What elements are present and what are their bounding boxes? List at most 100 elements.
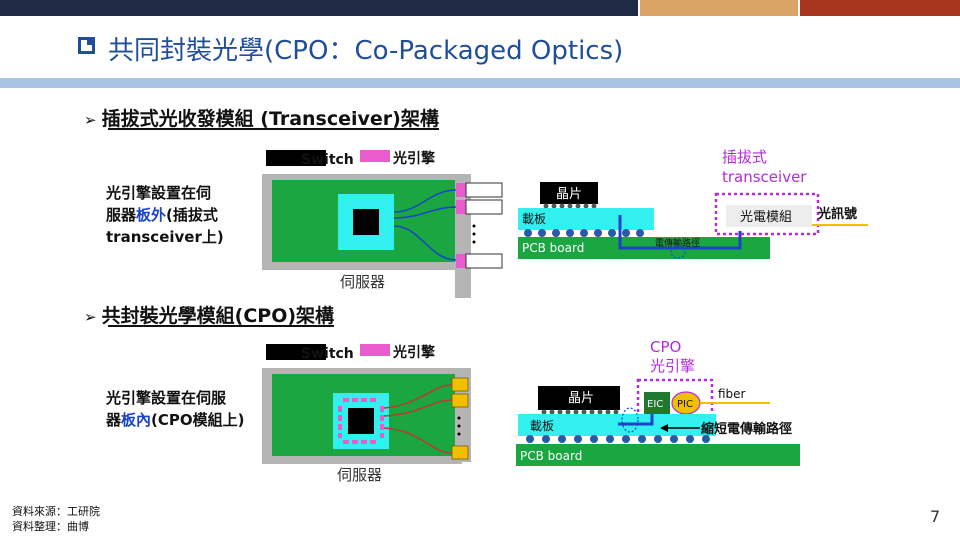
ellipsis-dot <box>472 224 476 228</box>
legend-engine-label: 光引擎 <box>392 150 435 167</box>
title-rule <box>0 78 960 88</box>
substrate-label: 載板 <box>530 419 554 433</box>
page-title: 共同封裝光學(CPO：Co-Packaged Optics) <box>108 36 624 66</box>
electrical-path <box>618 215 742 250</box>
cpo-label: CPO <box>650 338 681 356</box>
server-front-panel <box>455 368 471 462</box>
legend-switch-label: Switch <box>301 346 354 362</box>
pic-label: PIC <box>677 399 693 410</box>
section-heading-cpo: ➢ 共封裝光學模組(CPO)架構 <box>84 301 335 328</box>
signal-trace <box>393 225 457 261</box>
optical-link <box>383 399 453 417</box>
substrate-solder-balls <box>526 435 710 443</box>
eic-die <box>644 392 670 414</box>
chip-label: 晶片 <box>556 187 582 202</box>
pcb-label: PCB board <box>522 241 584 255</box>
top-bar-navy <box>0 0 638 16</box>
fiber-label: fiber <box>718 387 746 401</box>
page-number: 7 <box>930 507 941 526</box>
heading-underline <box>108 325 335 327</box>
optical-engine <box>456 200 466 214</box>
substrate-solder-balls <box>524 229 644 237</box>
pluggable-boundary <box>714 192 820 236</box>
substrate-label: 載板 <box>522 212 546 226</box>
optical-connector <box>451 393 469 408</box>
path-marker <box>621 407 639 433</box>
module-label: 光電模組 <box>740 210 792 225</box>
pluggable-label: 插拔式 <box>722 148 767 166</box>
path-label: 電傳輸路徑 <box>655 237 700 249</box>
signal-trace <box>393 206 457 219</box>
description-highlight: 板外 <box>136 206 166 224</box>
pluggable-module <box>465 182 503 198</box>
server-label: 伺服器 <box>337 466 382 484</box>
description-text: 服器 <box>106 206 137 224</box>
eic-label: EIC <box>647 399 663 410</box>
chip-bumps <box>543 203 597 209</box>
description-text: 器 <box>105 411 122 429</box>
description-line: 光引擎設置在伺 <box>105 184 211 202</box>
chip-label: 晶片 <box>568 391 594 406</box>
arrow-right-icon: ➢ <box>84 308 97 326</box>
optoelectronic-module <box>726 205 812 227</box>
optical-engine <box>456 183 466 197</box>
legend-switch-label: Switch <box>301 152 354 168</box>
checkbox-square-icon <box>78 37 95 54</box>
description-text: (插拔式 <box>166 206 218 224</box>
optical-connector <box>451 445 469 460</box>
chip-bumps <box>541 409 619 415</box>
optical-engine <box>456 254 466 268</box>
description-line: 光引擎設置在伺服 <box>105 389 227 407</box>
shorter-path-label: 縮短電傳輸路徑 <box>701 421 792 437</box>
signal-label: 光訊號 <box>817 206 857 222</box>
ellipsis-dot <box>457 432 461 436</box>
legend-engine-label: 光引擎 <box>392 344 435 361</box>
chip-block <box>538 386 620 410</box>
short-electrical-path <box>618 414 654 426</box>
optical-connector <box>451 377 469 392</box>
description-text: (CPO模組上) <box>151 411 244 429</box>
server-label: 伺服器 <box>340 273 385 291</box>
switch-chip <box>348 408 374 434</box>
cpo-server-diagram: Switch 光引擎 伺服器 光引擎設置在伺服 器板內(CPO模組上) <box>105 344 471 484</box>
legend-engine-swatch <box>360 150 390 162</box>
optical-engine-ring <box>338 398 384 444</box>
pluggable-module <box>465 253 503 269</box>
legend-switch-swatch <box>266 150 326 166</box>
signal-trace <box>393 189 457 213</box>
pcb-label: PCB board <box>520 449 582 463</box>
heading-text: 插拔式光收發模組 (Transceiver)架構 <box>101 108 439 130</box>
pluggable-label: transceiver <box>722 168 807 186</box>
ellipsis-dot <box>472 232 476 236</box>
ellipsis-dot <box>457 416 461 420</box>
legend-engine-swatch <box>360 344 390 356</box>
transceiver-server-diagram: Switch 光引擎 伺服器 光引擎設置在伺 服器板外(插拔式 transcei… <box>105 150 503 298</box>
transceiver-cross-section: 晶片 載板 PCB board 電傳輸路徑 插拔式 transceiver 光電… <box>518 148 868 259</box>
description-highlight: 板內 <box>121 411 151 429</box>
pcb-board <box>516 444 800 466</box>
legend-switch-swatch <box>266 344 326 360</box>
path-marker <box>670 245 686 259</box>
optical-link <box>383 427 453 454</box>
description-line: transceiver上) <box>106 228 224 246</box>
pluggable-module <box>465 199 503 215</box>
compiled-note: 資料整理：曲博 <box>12 520 89 533</box>
source-note: 資料來源：工研院 <box>12 505 100 518</box>
description-line: 器板內(CPO模組上) <box>105 411 245 429</box>
top-bar-tan <box>640 0 798 16</box>
switch-chip <box>353 209 379 235</box>
section-heading-transceiver: ➢ 插拔式光收發模組 (Transceiver)架構 <box>84 104 439 131</box>
cpo-cross-section: CPO 光引擎 晶片 EIC PIC fiber 載板 PCB board 縮短 <box>516 338 800 466</box>
description-line: 服器板外(插拔式 <box>106 206 218 224</box>
heading-text: 共封裝光學模組(CPO)架構 <box>101 305 335 327</box>
arrow-left-icon <box>660 424 668 432</box>
arrow-right-icon: ➢ <box>84 111 97 129</box>
ellipsis-dot <box>457 424 461 428</box>
top-bar-rust <box>800 0 960 16</box>
cpo-label: 光引擎 <box>650 357 695 375</box>
heading-underline <box>108 128 439 130</box>
chip-block <box>540 182 598 204</box>
optical-link <box>383 384 453 409</box>
cpo-boundary <box>636 378 714 420</box>
